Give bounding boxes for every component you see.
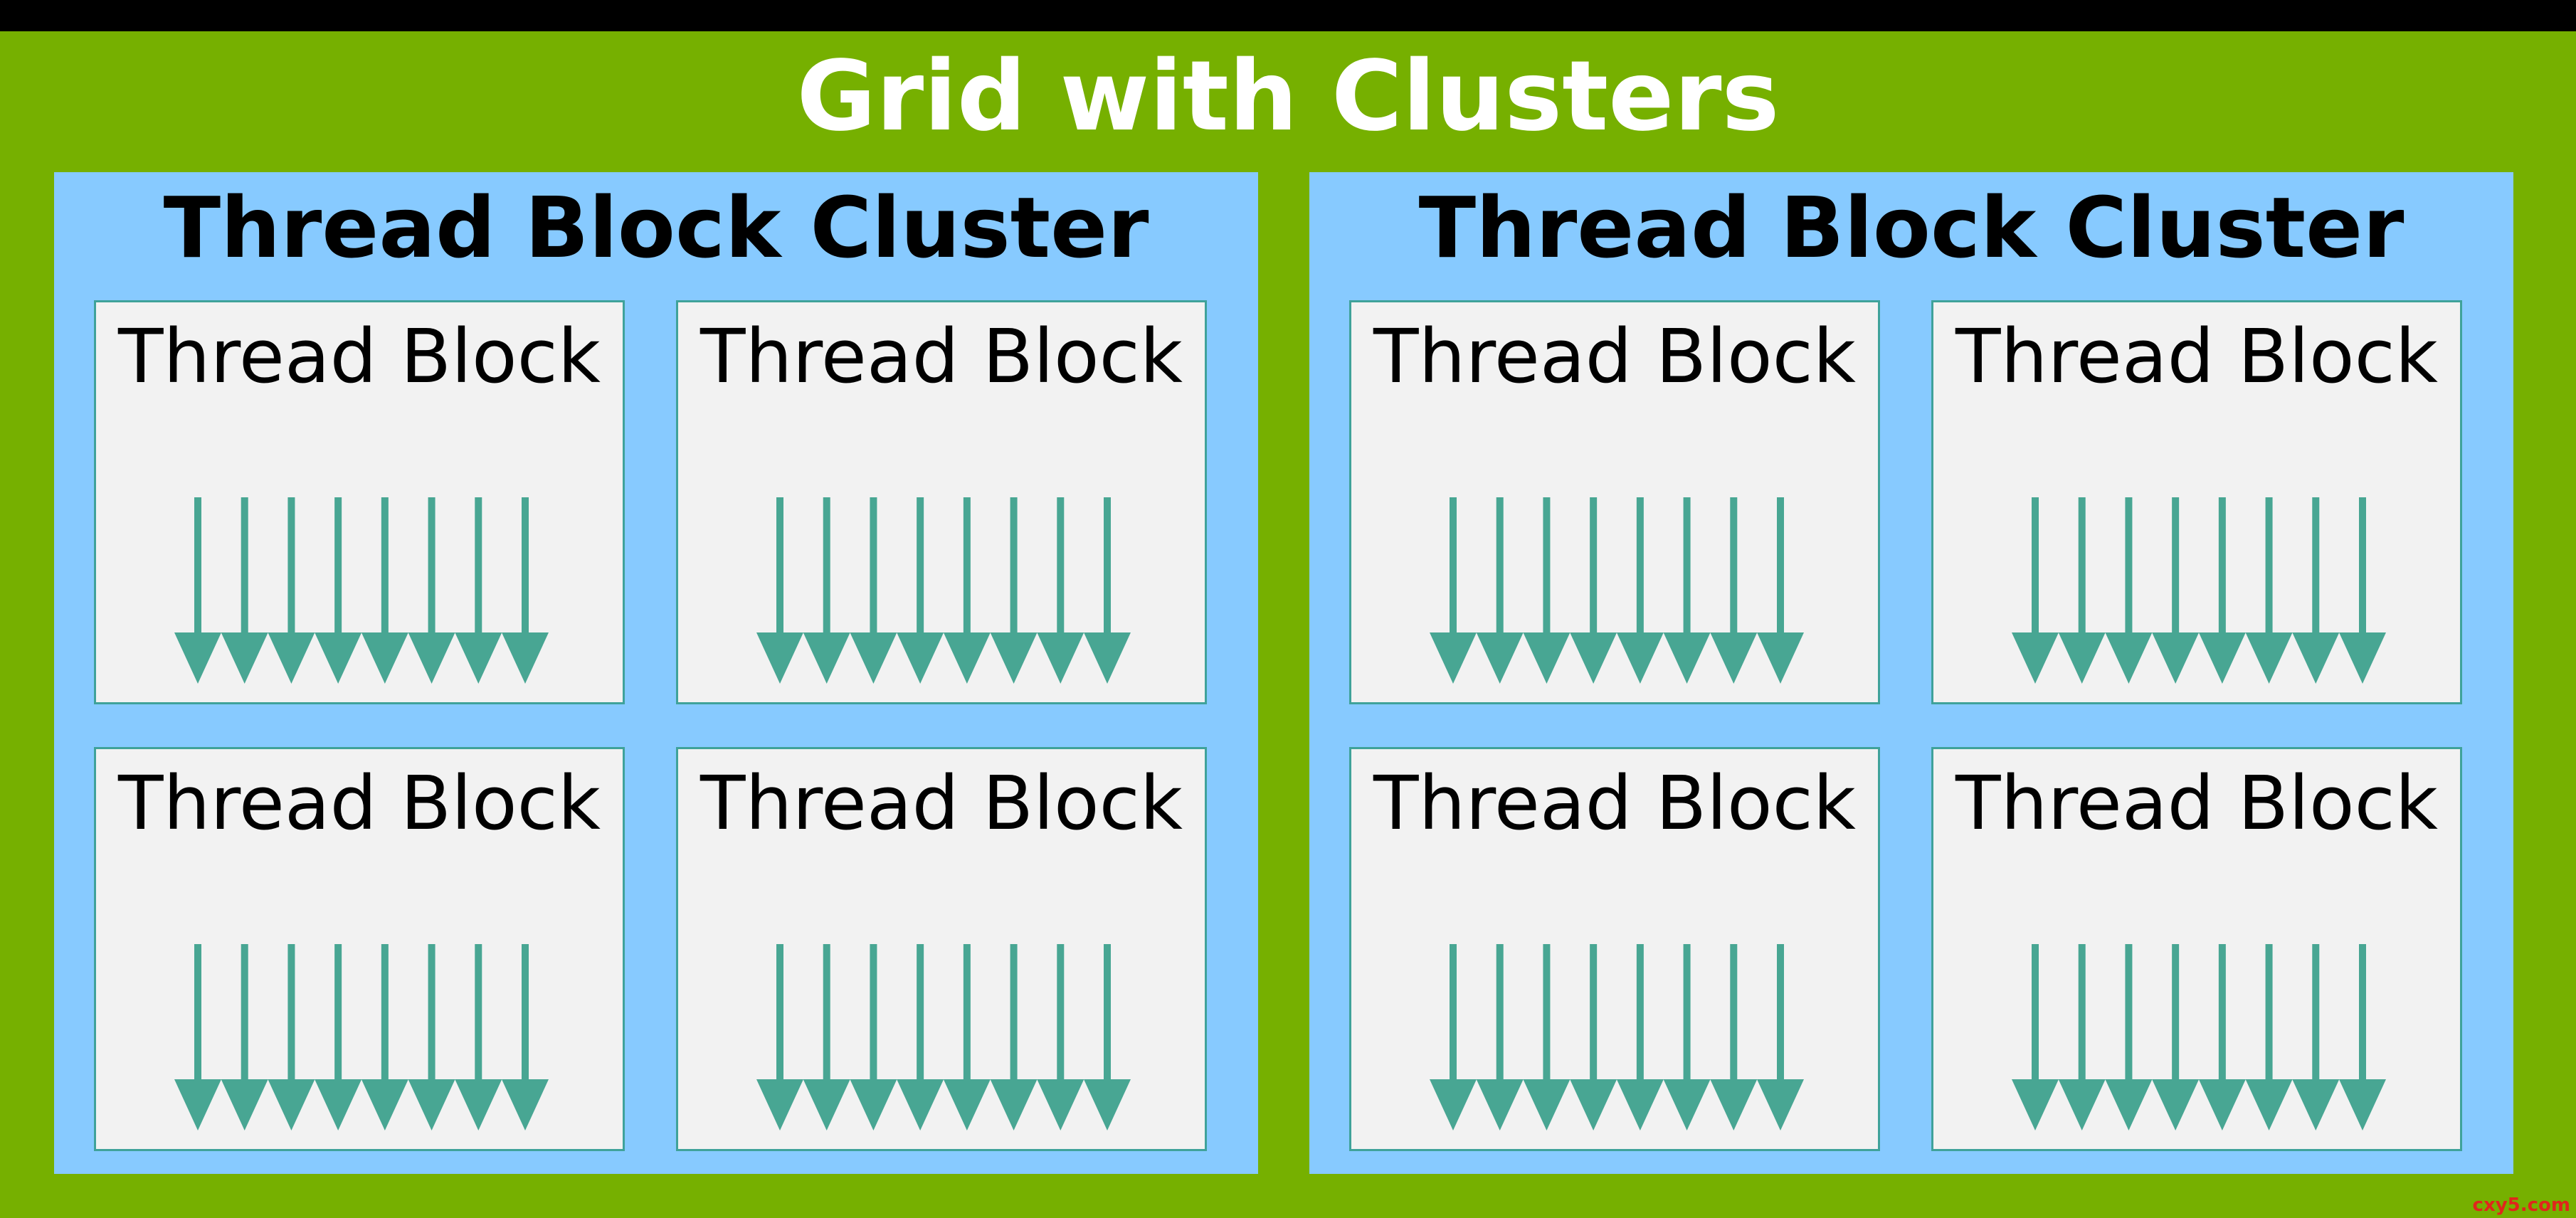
thread-arrow [221,497,268,684]
thread-arrow [455,497,502,684]
thread-block-label: Thread Block [1955,313,2438,400]
thread-block-label: Thread Block [700,313,1183,400]
thread-block-cluster: Thread Block Cluster Thread Block Thread… [54,172,1258,1174]
thread-block-label: Thread Block [118,313,601,400]
thread-arrow [221,944,268,1130]
thread-block-label: Thread Block [1373,313,1856,400]
thread-arrow [1430,944,1477,1130]
thread-arrow [2058,497,2106,684]
thread-arrow [1523,497,1571,684]
thread-arrow [2198,944,2246,1130]
cluster-title: Thread Block Cluster [163,179,1149,277]
thread-block: Thread Block [1931,300,2462,704]
thread-arrow [1430,497,1477,684]
thread-arrow [2152,497,2200,684]
thread-arrow [408,497,455,684]
cluster-title: Thread Block Cluster [1418,179,2405,277]
top-bar [0,0,2576,31]
thread-arrow [943,497,991,684]
thread-arrow [315,944,362,1130]
thread-arrow [850,497,897,684]
thread-arrows [1430,497,1804,684]
thread-arrow [1570,944,1617,1130]
thread-arrow [1663,944,1711,1130]
thread-block-cluster: Thread Block Cluster Thread Block Thread… [1309,172,2513,1174]
thread-arrow [990,944,1038,1130]
thread-arrow [1523,944,1571,1130]
thread-arrow [2012,944,2059,1130]
thread-block: Thread Block [676,747,1207,1151]
thread-arrow [361,944,408,1130]
thread-arrow [1757,944,1804,1130]
thread-arrow [1663,497,1711,684]
thread-block: Thread Block [1349,747,1880,1151]
thread-arrow [1476,497,1524,684]
watermark: cxy5.com [2472,1195,2570,1216]
thread-arrow [268,944,315,1130]
thread-block: Thread Block [676,300,1207,704]
thread-arrow [1710,497,1758,684]
thread-arrow [2012,497,2059,684]
thread-arrow [408,944,455,1130]
thread-arrow [1757,497,1804,684]
thread-arrows [1430,944,1804,1130]
thread-arrow [502,944,549,1130]
thread-arrow [897,497,944,684]
thread-arrow [803,944,850,1130]
thread-block: Thread Block [1931,747,2462,1151]
thread-arrow [756,497,803,684]
thread-arrow [315,497,362,684]
thread-arrow [1710,944,1758,1130]
thread-arrow [2339,497,2386,684]
thread-arrow [1037,944,1084,1130]
thread-arrow [2245,497,2293,684]
thread-arrow [268,497,315,684]
thread-arrows [2012,497,2386,684]
thread-arrow [1476,944,1524,1130]
thread-arrow [2105,944,2153,1130]
thread-arrows [174,944,549,1130]
thread-arrow [455,944,502,1130]
thread-arrow [756,944,803,1130]
thread-arrow [2292,497,2340,684]
thread-arrow [174,497,221,684]
thread-arrow [897,944,944,1130]
thread-arrow [2198,497,2246,684]
thread-arrow [990,497,1038,684]
thread-arrow [2152,944,2200,1130]
thread-arrow [361,497,408,684]
thread-block-label: Thread Block [118,760,601,847]
thread-arrows [756,944,1131,1130]
thread-arrow [1570,497,1617,684]
thread-arrow [943,944,991,1130]
thread-block: Thread Block [94,300,625,704]
thread-block-label: Thread Block [1955,760,2438,847]
thread-arrow [1084,497,1131,684]
thread-block-label: Thread Block [700,760,1183,847]
thread-arrow [850,944,897,1130]
thread-arrow [1037,497,1084,684]
grid-title: Grid with Clusters [796,41,1780,153]
thread-arrow [803,497,850,684]
thread-arrow [1616,497,1664,684]
thread-arrow [2105,497,2153,684]
thread-arrow [174,944,221,1130]
thread-arrows [756,497,1131,684]
thread-arrow [1616,944,1664,1130]
thread-arrow [2245,944,2293,1130]
thread-block-label: Thread Block [1373,760,1856,847]
thread-block: Thread Block [94,747,625,1151]
thread-arrow [502,497,549,684]
thread-arrow [1084,944,1131,1130]
thread-arrows [174,497,549,684]
thread-arrow [2339,944,2386,1130]
thread-arrows [2012,944,2386,1130]
thread-block: Thread Block [1349,300,1880,704]
thread-arrow [2058,944,2106,1130]
thread-arrow [2292,944,2340,1130]
